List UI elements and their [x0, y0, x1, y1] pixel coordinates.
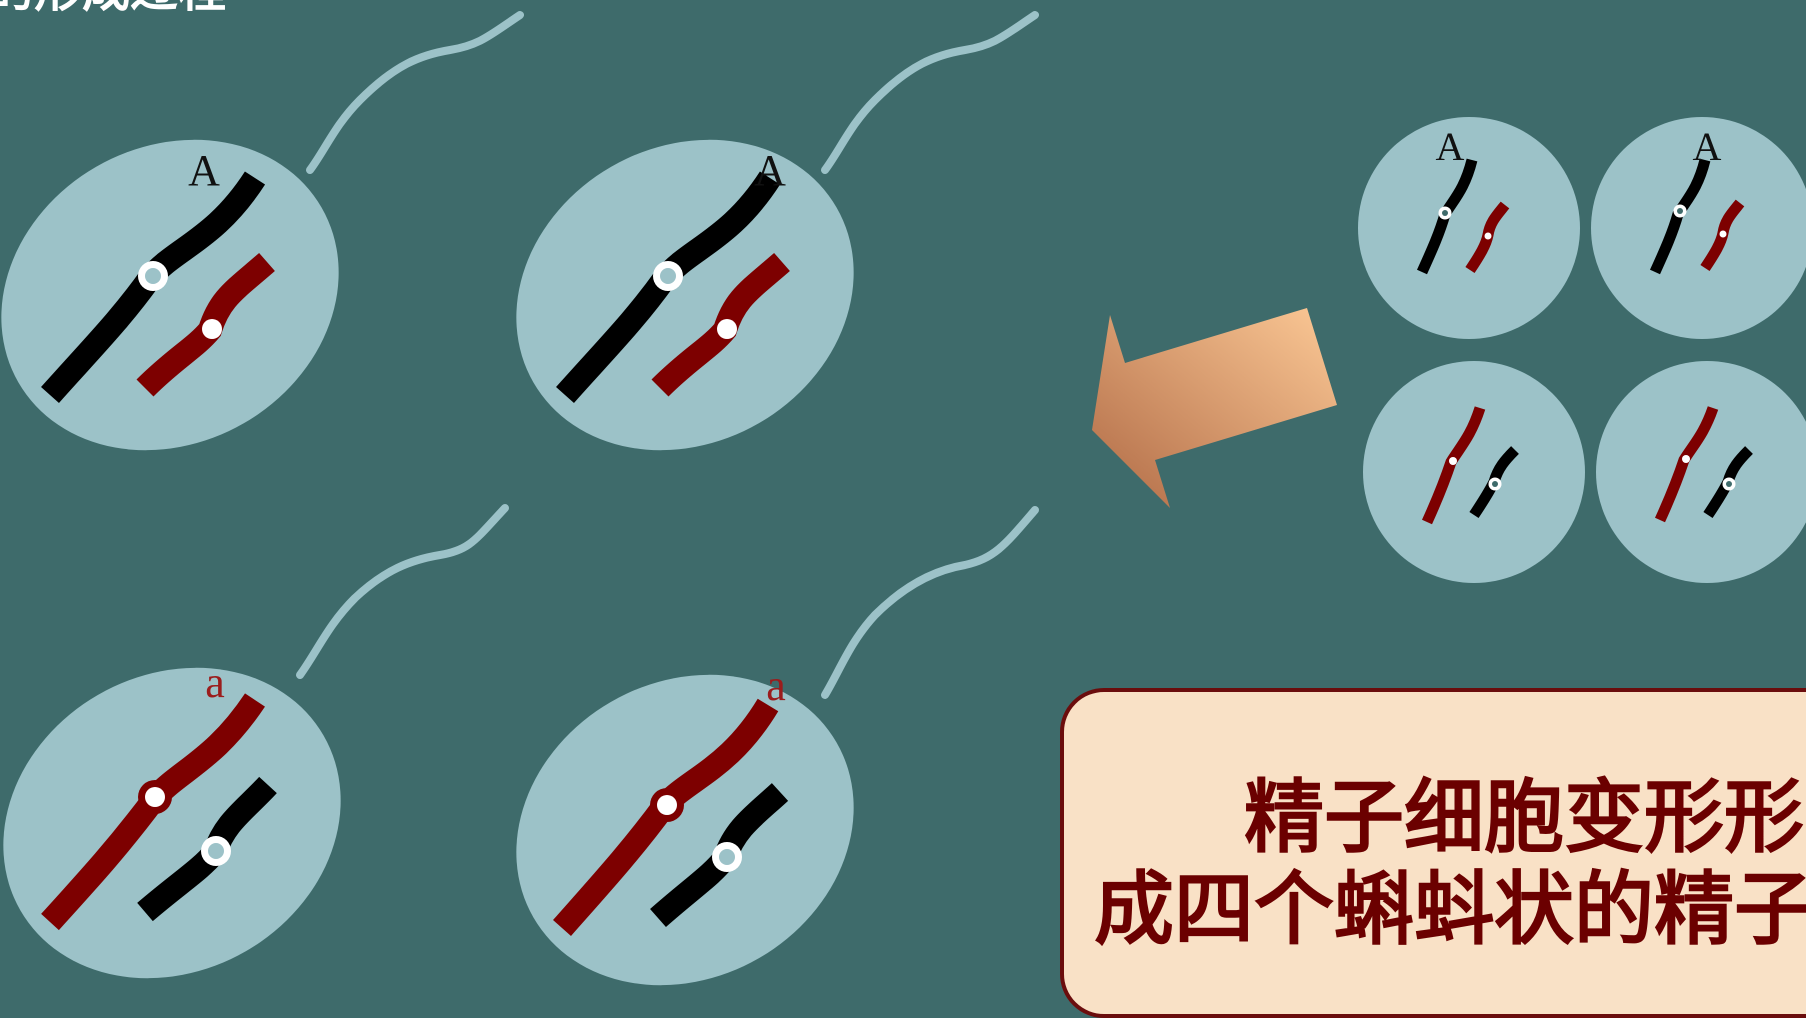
diagram-canvas: A A a a — [1, 11, 1806, 986]
sperm-cell: a — [516, 506, 1039, 986]
centromere — [717, 319, 737, 339]
spermatid-body — [1363, 361, 1585, 583]
sperm-cell: A — [516, 11, 1039, 451]
sperm-tail — [296, 504, 509, 679]
centromere — [1449, 457, 1457, 465]
centromere — [202, 319, 222, 339]
sperm-tail — [821, 11, 1039, 174]
centromere — [1719, 230, 1727, 238]
spermatid-cell — [1596, 361, 1806, 583]
sperm-cell: A — [1, 11, 524, 451]
slide-title: 的形成过程 — [0, 0, 226, 14]
sperm-cell: a — [3, 504, 509, 979]
sperm-head — [516, 674, 854, 986]
centromere — [1682, 455, 1690, 463]
spermatid-body — [1358, 117, 1580, 339]
spermatid-body — [1596, 361, 1806, 583]
sperm-head — [1, 139, 339, 451]
sperm-tail — [306, 11, 524, 174]
spermatid-cell — [1363, 361, 1585, 583]
caption-box: 精子细胞变形形成四个蝌蚪状的精子 — [1060, 688, 1806, 1018]
sperm-head — [3, 667, 341, 979]
centromere — [1484, 232, 1492, 240]
gene-label: A — [1436, 124, 1465, 169]
gene-label: A — [1693, 124, 1722, 169]
sperm-tail — [821, 506, 1039, 699]
arrow-icon — [1092, 308, 1337, 508]
spermatid-body — [1591, 117, 1806, 339]
gene-label: a — [766, 661, 786, 710]
gene-label: A — [188, 146, 220, 195]
gene-label: a — [205, 658, 225, 707]
gene-label: A — [754, 146, 786, 195]
spermatid-cell: A — [1358, 117, 1580, 339]
spermatid-cell: A — [1591, 117, 1806, 339]
caption-text: 精子细胞变形形成四个蝌蚪状的精子 — [1094, 771, 1806, 956]
